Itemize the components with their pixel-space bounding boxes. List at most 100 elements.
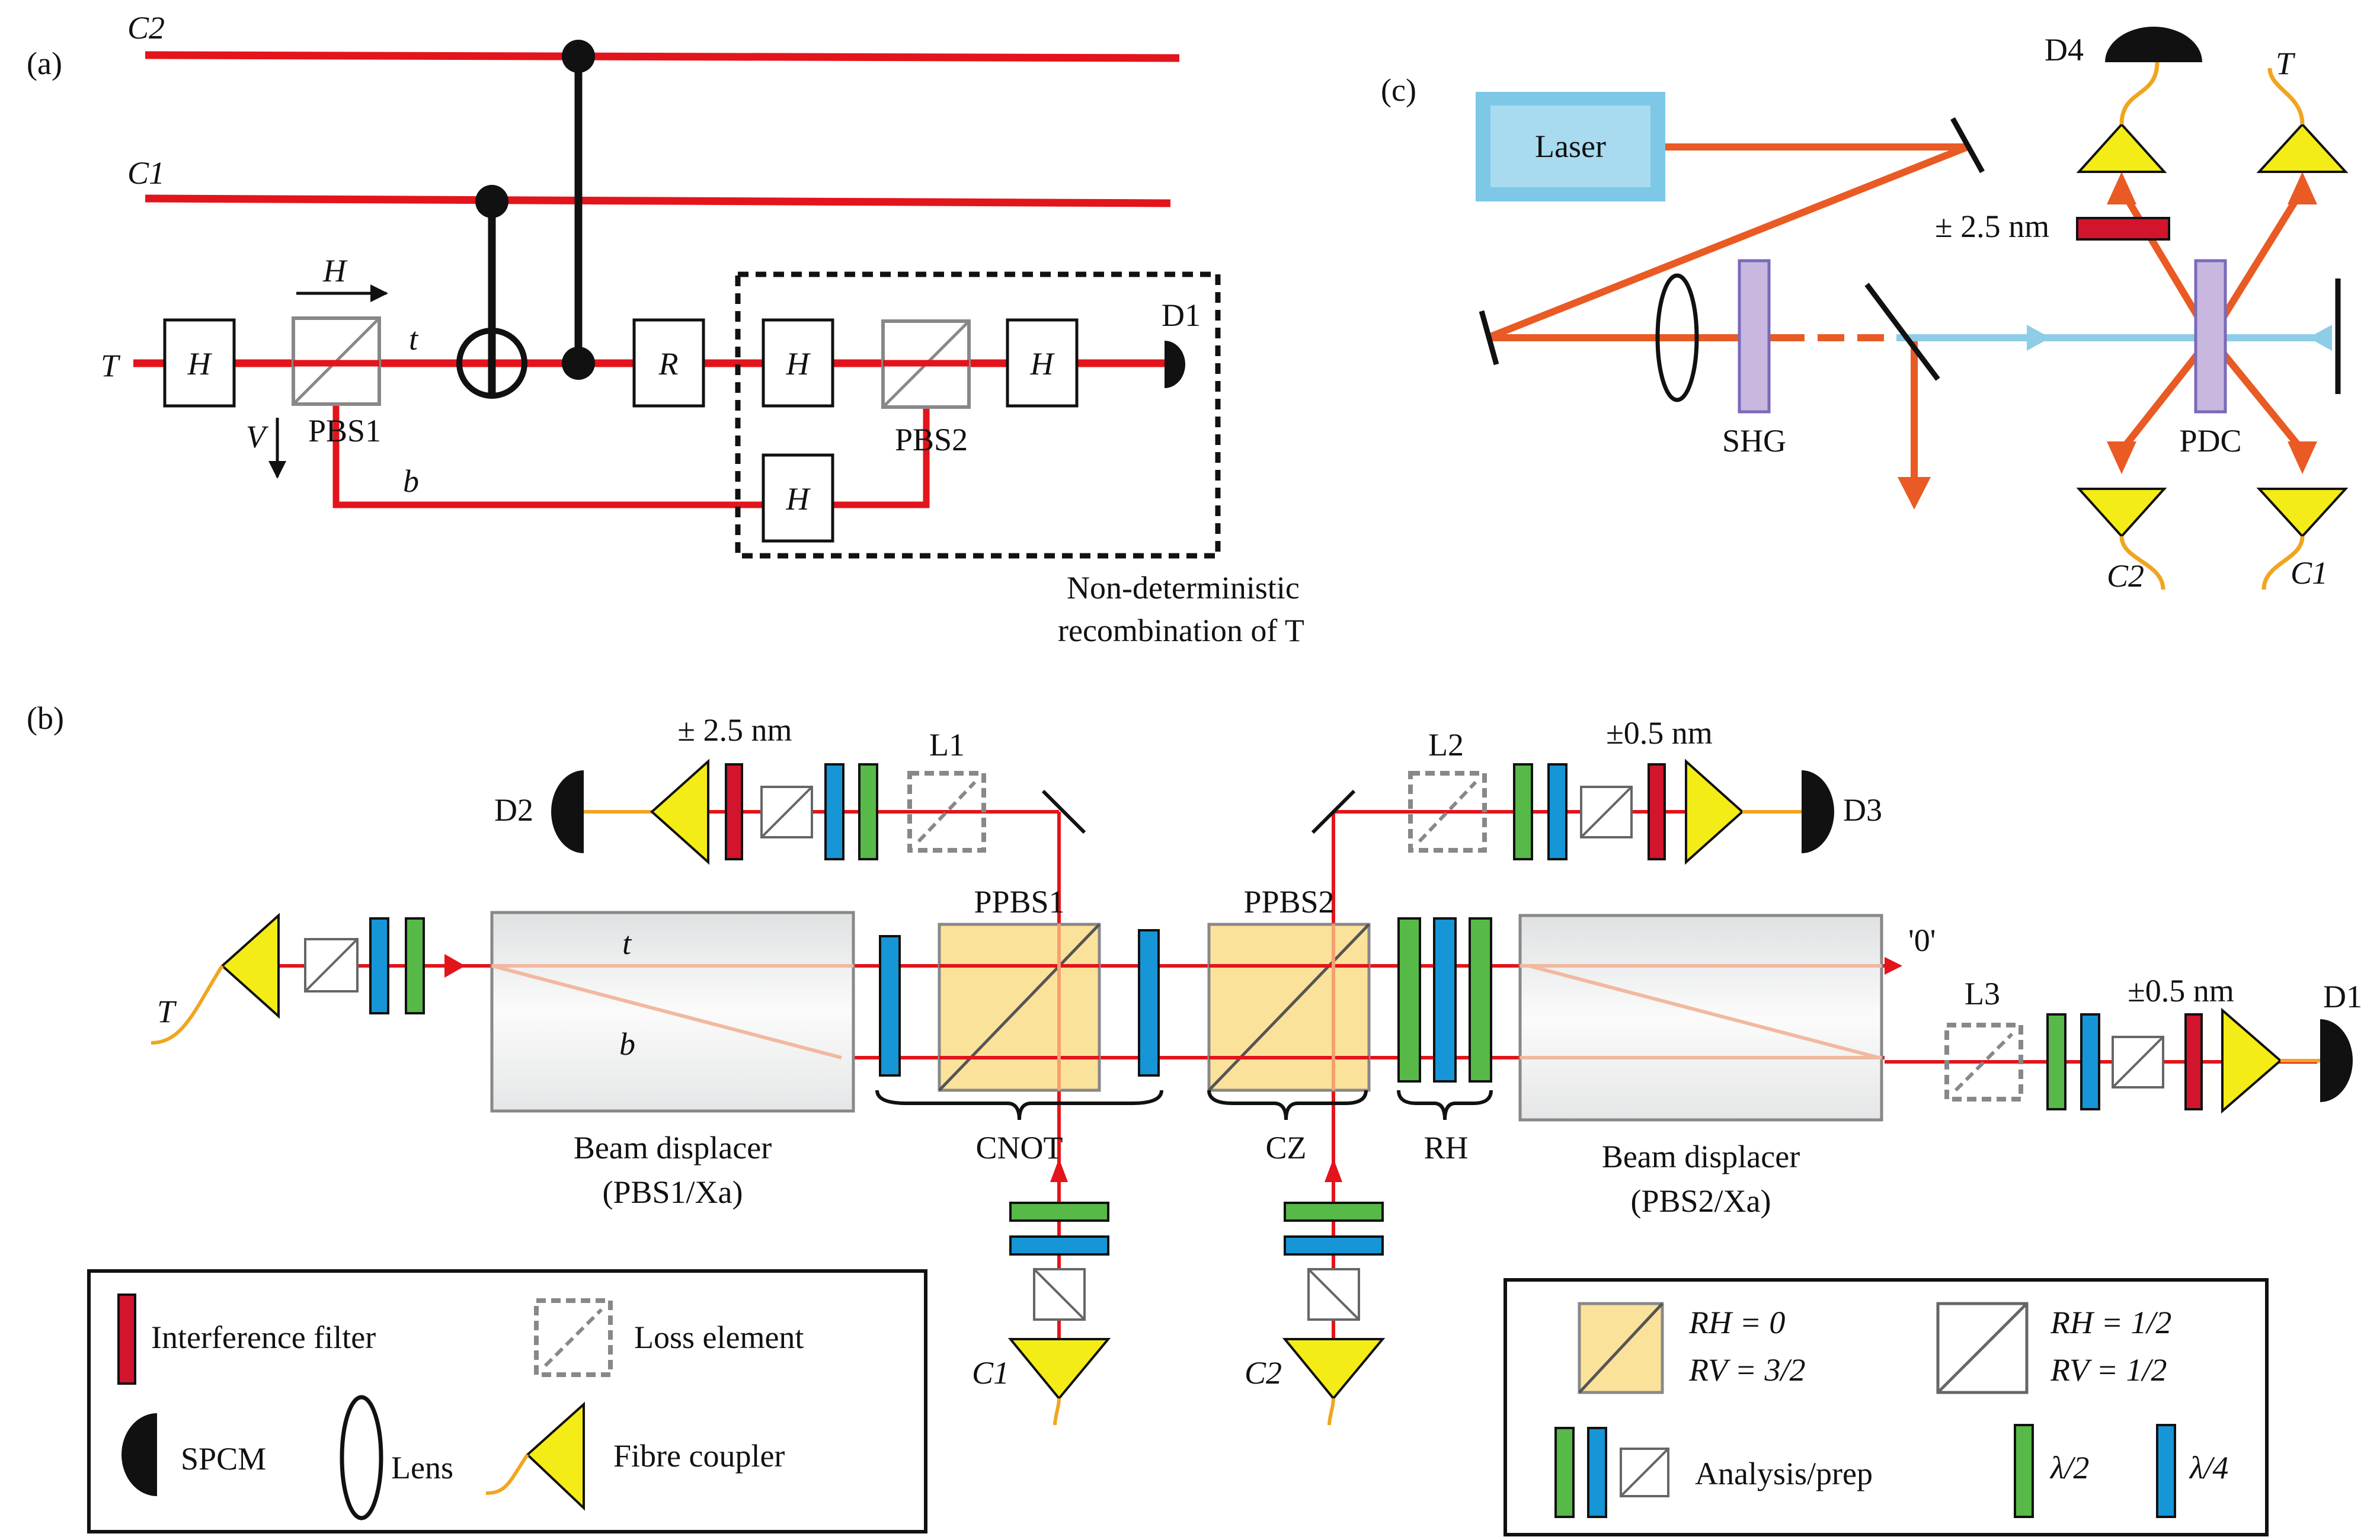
blue-pump-arrow-2 bbox=[2308, 325, 2332, 351]
d2-detector bbox=[551, 770, 584, 853]
d3-detector bbox=[1802, 770, 1834, 853]
panel-a: (a) C2 C1 T H PBS1 H V t b R H H PBS2 H … bbox=[27, 10, 1304, 648]
legend-half-wave-label: λ/2 bbox=[2049, 1450, 2089, 1485]
legend-filter-icon bbox=[117, 1294, 136, 1385]
filter-d1 bbox=[2184, 1013, 2203, 1110]
h-gate-t-label: H bbox=[786, 346, 811, 382]
legend-analysis-qwp bbox=[1587, 1427, 1607, 1518]
loss-element-l1 bbox=[907, 771, 986, 853]
h-gate-t bbox=[762, 318, 834, 408]
fibre-c1 bbox=[2261, 536, 2305, 590]
hwp-c2 bbox=[1284, 1202, 1384, 1222]
fibre-d4 bbox=[2119, 62, 2160, 125]
d3-label: D3 bbox=[1843, 792, 1882, 828]
hwp-t-input bbox=[405, 917, 425, 1014]
polariser-d3-diag bbox=[1580, 786, 1633, 838]
h-gate-out bbox=[1006, 318, 1079, 408]
arrow-c2 bbox=[2107, 441, 2136, 474]
bd1-caption-1: Beam displacer bbox=[574, 1130, 772, 1166]
legend-ppbs-rh: RH = 0 bbox=[1688, 1305, 1785, 1340]
shg-label: SHG bbox=[1722, 423, 1786, 459]
legend-fibre-icon bbox=[485, 1453, 529, 1495]
r-gate bbox=[632, 318, 705, 408]
qwp-d3 bbox=[1547, 763, 1568, 860]
b-path bbox=[332, 363, 930, 508]
c2-wire-label: C2 bbox=[127, 10, 165, 46]
path-t-label: t bbox=[409, 321, 419, 357]
pbs2-label: PBS2 bbox=[895, 422, 968, 457]
coupler-d3 bbox=[1685, 758, 1744, 865]
input-t-label: T bbox=[157, 994, 177, 1029]
legend-lens-icon bbox=[340, 1395, 383, 1520]
pol-v-label: V bbox=[246, 419, 269, 454]
filter-c bbox=[2076, 217, 2170, 241]
d1-detector-b bbox=[2320, 1019, 2353, 1102]
blue-pump-arrow-1 bbox=[2027, 325, 2050, 351]
loss-element-l3-diag bbox=[1954, 1032, 2014, 1092]
shg-crystal bbox=[1738, 259, 1771, 414]
polariser-d2-diag bbox=[760, 786, 813, 838]
hwp-rh-2 bbox=[1469, 917, 1492, 1083]
ppbs2-label: PPBS2 bbox=[1243, 884, 1334, 920]
d1-detector-a bbox=[1165, 341, 1185, 388]
qwp-t-input bbox=[369, 917, 389, 1014]
bd-path-t-label: t bbox=[622, 926, 632, 961]
d4-label: D4 bbox=[2045, 32, 2084, 68]
loss-element-l3 bbox=[1944, 1023, 2023, 1102]
panel-c-tag: (c) bbox=[1381, 72, 1416, 108]
cz-brace bbox=[1207, 1090, 1368, 1120]
mirror-1 bbox=[1950, 117, 1985, 174]
qwp-cnot-left bbox=[879, 935, 901, 1077]
d4-detector bbox=[2105, 27, 2202, 62]
fibre-t bbox=[2267, 68, 2305, 125]
ppbs1-diagonal bbox=[938, 923, 1101, 1091]
filter-d1-label: ±0.5 nm bbox=[2128, 973, 2234, 1008]
arrow-c1 bbox=[2288, 441, 2317, 474]
qwp-c1 bbox=[1009, 1235, 1109, 1256]
coupler-c1 bbox=[1007, 1338, 1111, 1401]
panel-a-tag: (a) bbox=[27, 46, 62, 81]
legend-left: Interference filter Loss element SPCM Le… bbox=[87, 1269, 927, 1533]
cnot-label: CNOT bbox=[976, 1130, 1063, 1166]
legend-quarter-wave-icon bbox=[2156, 1424, 2176, 1518]
d1-label-a: D1 bbox=[1162, 297, 1201, 333]
legend-spcm-icon bbox=[121, 1413, 157, 1496]
legend-analysis-label: Analysis/prep bbox=[1695, 1456, 1873, 1491]
loss-element-l2-diag bbox=[1418, 780, 1477, 843]
input-c2-label: C2 bbox=[1245, 1355, 1282, 1391]
h-gate-out-label: H bbox=[1030, 346, 1055, 382]
cnot-control-dot bbox=[475, 185, 508, 218]
polariser-c1-diag bbox=[1033, 1268, 1086, 1321]
legend-ppbs-rv: RV = 3/2 bbox=[1688, 1352, 1805, 1388]
output-t-label: T bbox=[2276, 46, 2296, 81]
c1-wire-label: C1 bbox=[127, 155, 165, 191]
coupler-d4 bbox=[2076, 123, 2167, 173]
loss-l1-label: L1 bbox=[929, 727, 965, 763]
filter-d2-label: ± 2.5 nm bbox=[677, 712, 792, 748]
polariser-c2-diag bbox=[1307, 1268, 1360, 1321]
hwp-rh-1 bbox=[1397, 917, 1421, 1083]
loss-l2-label: L2 bbox=[1428, 727, 1464, 763]
qwp-c2 bbox=[1284, 1235, 1384, 1256]
dichroic-mirror bbox=[1864, 283, 1940, 381]
legend-loss-icon bbox=[534, 1298, 613, 1377]
filter-d3-label: ±0.5 nm bbox=[1606, 715, 1713, 751]
t-wire-label: T bbox=[101, 348, 121, 383]
fibre-t-input bbox=[151, 965, 224, 1045]
cnot-brace bbox=[875, 1090, 1163, 1120]
box-caption-1: Non-deterministic bbox=[1067, 570, 1300, 606]
arrow-t bbox=[2288, 172, 2317, 204]
c1-wire bbox=[145, 194, 1171, 207]
bd1-caption-2: (PBS1/Xa) bbox=[602, 1174, 743, 1210]
hwp-c1 bbox=[1009, 1202, 1109, 1222]
legend-loss-label: Loss element bbox=[634, 1320, 804, 1355]
pbs1-label: PBS1 bbox=[308, 413, 381, 449]
lens-c bbox=[1655, 273, 1699, 402]
legend-pbs-rh: RH = 1/2 bbox=[2050, 1305, 2171, 1340]
qwp-rh bbox=[1433, 917, 1457, 1083]
coupler-c2 bbox=[2076, 488, 2167, 538]
recombination-box bbox=[735, 271, 1221, 559]
d2-label: D2 bbox=[494, 792, 533, 828]
filter-d3 bbox=[1648, 763, 1666, 860]
